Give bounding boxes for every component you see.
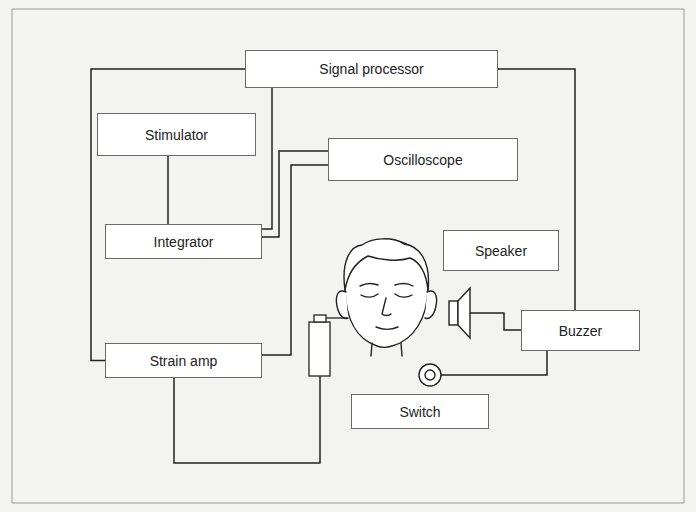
neck	[371, 343, 402, 356]
box-label: Oscilloscope	[383, 152, 462, 168]
speaker-wire	[470, 313, 521, 330]
box-label: Stimulator	[145, 127, 208, 143]
closed-eye	[361, 294, 378, 297]
signal-wire	[498, 69, 575, 310]
mouth	[376, 327, 398, 329]
eyebrow	[360, 284, 378, 286]
transducer-cap	[314, 315, 326, 322]
right-ear	[425, 291, 437, 319]
box-label: Signal processor	[319, 61, 423, 77]
signal-wire	[262, 151, 328, 237]
speaker-magnet	[449, 301, 458, 325]
labeled-box: Strain amp	[105, 343, 262, 378]
speaker-cone	[458, 288, 470, 338]
box-label: Speaker	[475, 243, 527, 259]
signal-wire	[262, 165, 328, 355]
box-label: Buzzer	[559, 323, 603, 339]
labeled-box: Integrator	[105, 224, 262, 259]
labeled-box: Switch	[351, 394, 489, 429]
closed-eye	[395, 294, 412, 297]
signal-wire	[262, 88, 272, 229]
hair	[344, 239, 428, 290]
switch-wire	[441, 351, 547, 375]
transducer-wire	[174, 376, 320, 463]
signal-wire	[167, 156, 169, 224]
transducer-body	[309, 322, 330, 376]
labeled-box: Speaker	[443, 230, 559, 271]
box-label: Switch	[399, 404, 440, 420]
eyebrow	[395, 284, 413, 286]
left-ear	[336, 291, 348, 319]
labeled-box: Oscilloscope	[328, 138, 518, 181]
box-label: Strain amp	[150, 353, 218, 369]
box-label: Integrator	[154, 234, 214, 250]
labeled-box: Buzzer	[521, 310, 640, 351]
switch-button-center	[425, 370, 435, 380]
labeled-box: Stimulator	[97, 113, 256, 156]
labeled-box: Signal processor	[245, 50, 498, 88]
nose	[382, 298, 391, 316]
switch-button	[419, 364, 441, 386]
transducer-lever	[326, 317, 347, 318]
frame	[12, 9, 684, 503]
